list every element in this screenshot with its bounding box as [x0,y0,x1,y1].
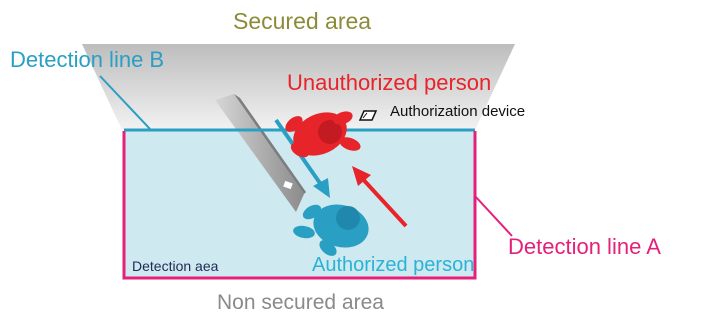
detection-line-a-leader [474,195,513,237]
door-handle [283,180,293,190]
person-topdown-icon [285,111,361,158]
door-edge [234,94,306,194]
person-topdown-icon [293,204,369,256]
secured-area-shape [82,44,515,130]
authorized-person-label: Authorized person [312,254,475,276]
detection-line-b-leader [99,75,151,130]
detection-line-a-label: Detection line A [508,234,661,259]
unauthorized-arrow [352,166,408,228]
card-reader-icon [358,110,378,121]
detection-line-b-label: Detection line B [10,47,165,72]
detection-area-label: Detection aea [132,258,219,274]
secured-area-label: Secured area [233,8,372,34]
unauthorized-person-label: Unauthorized person [287,70,492,95]
door-panel [215,94,304,212]
non-secured-area-label: Non secured area [217,291,384,314]
authorization-device-label: Authorization device [390,103,526,120]
detection-line-a [122,131,477,280]
